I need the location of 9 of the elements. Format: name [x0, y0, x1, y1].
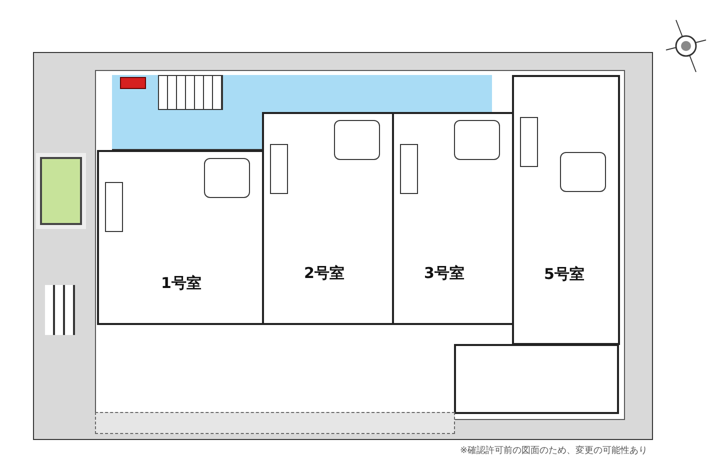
room-area: [97, 150, 264, 325]
room-label: 3号室: [424, 264, 464, 283]
room-label: 5号室: [544, 265, 584, 284]
room-area: [512, 75, 620, 345]
room-area: [262, 112, 394, 325]
room-label: 1号室: [161, 274, 202, 293]
room-label: 2号室: [304, 264, 344, 283]
room-area: [392, 112, 514, 325]
note-text: ※確認許可前の図面のため、変更の可能性あり: [460, 444, 648, 457]
